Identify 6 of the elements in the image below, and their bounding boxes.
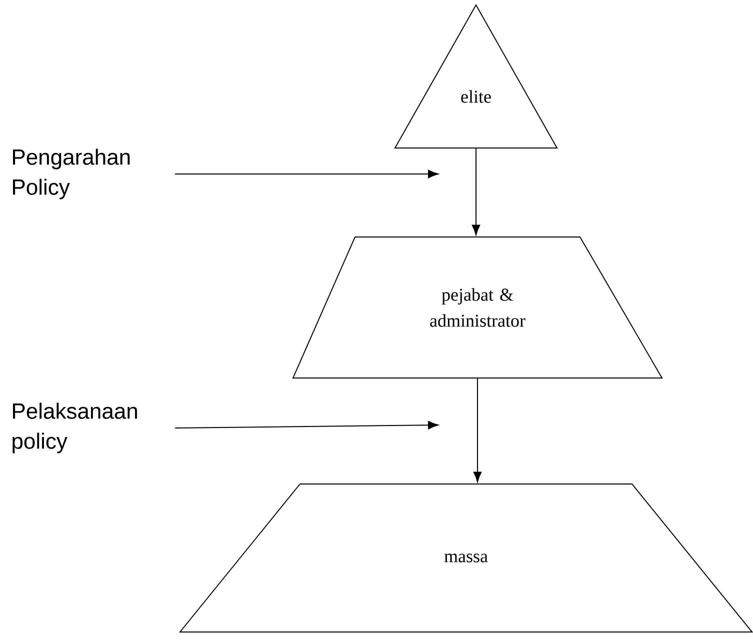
arrow xyxy=(174,421,438,430)
side-label: Pelaksanaan policy xyxy=(12,402,137,454)
side-label: Pengarahan Policy xyxy=(13,148,130,200)
arrow xyxy=(473,378,482,482)
arrow xyxy=(472,148,480,236)
arrow xyxy=(174,170,438,178)
